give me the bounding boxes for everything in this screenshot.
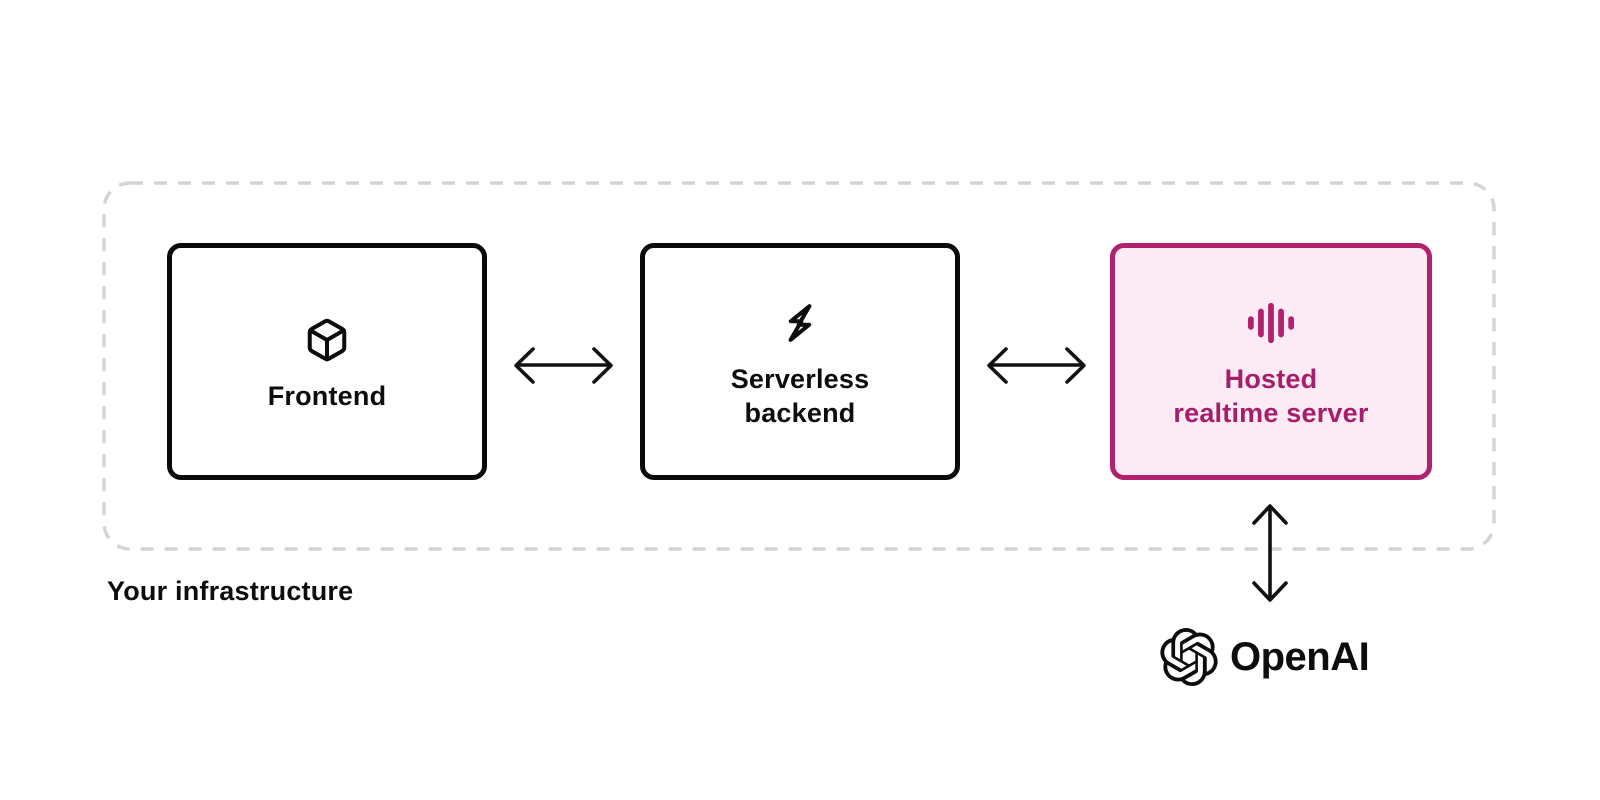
node-hosted-realtime-server: Hosted realtime server — [1110, 243, 1432, 480]
node-frontend-label: Frontend — [267, 380, 387, 411]
openai-brand: OpenAI — [1160, 626, 1370, 688]
cube-icon — [307, 318, 347, 361]
openai-wordmark: OpenAI — [1230, 634, 1370, 679]
bolt-icon — [788, 303, 812, 342]
node-serverless-backend-label: Serverless backend — [731, 362, 870, 430]
node-serverless-backend: Serverless backend — [640, 243, 960, 480]
node-hosted-realtime-server-label: Hosted realtime server — [1173, 362, 1368, 430]
node-frontend: Frontend — [167, 243, 487, 480]
label-line: realtime server — [1173, 397, 1369, 428]
label-line: backend — [744, 397, 856, 428]
infrastructure-boundary-label: Your infrastructure — [107, 576, 354, 606]
waveform-icon — [1248, 302, 1294, 343]
arrow-backend-realtime-icon — [987, 347, 1086, 384]
arrow-realtime-openai-icon — [1252, 504, 1288, 602]
label-line: Hosted — [1224, 363, 1318, 394]
label-line: Serverless — [730, 363, 870, 394]
openai-logo-icon — [1160, 628, 1218, 686]
arrow-frontend-backend-icon — [514, 347, 613, 384]
